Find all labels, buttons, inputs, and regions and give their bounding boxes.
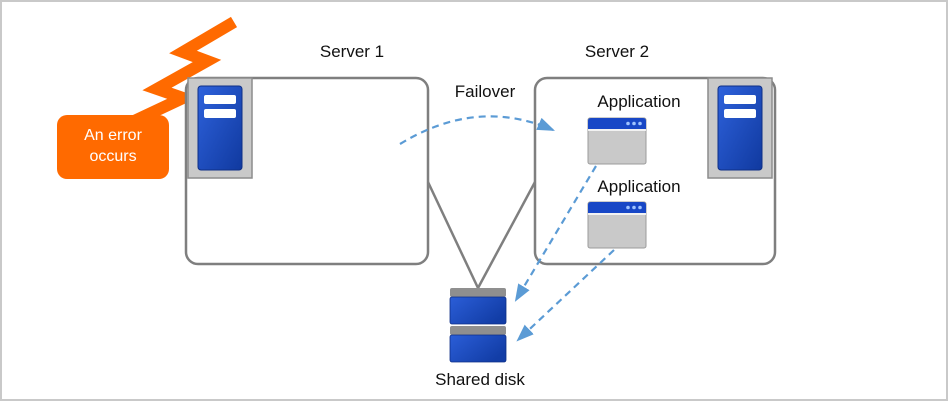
app-window-icon-2 — [587, 201, 647, 249]
server2-disk-line — [476, 181, 537, 289]
lightning-burst-icon — [129, 16, 238, 128]
server2-label: Server 2 — [584, 42, 650, 61]
shared-disk-label: Shared disk — [435, 370, 525, 389]
app2-disk-arrow — [516, 249, 615, 342]
disk-stack-icon — [449, 288, 507, 363]
server1-disk-line — [426, 181, 480, 289]
server-tower-icon-1 — [187, 77, 253, 179]
server1-label: Server 1 — [319, 42, 385, 61]
application1-label: Application — [597, 92, 681, 111]
failover-label: Failover — [454, 82, 516, 101]
error-callout: An error occurs — [57, 115, 169, 179]
application2-label: Application — [597, 177, 681, 196]
server-tower-icon-2 — [707, 77, 773, 179]
app-window-icon-1 — [587, 117, 647, 165]
app1-disk-arrow — [514, 165, 597, 302]
error-callout-text: An error occurs — [84, 127, 142, 165]
